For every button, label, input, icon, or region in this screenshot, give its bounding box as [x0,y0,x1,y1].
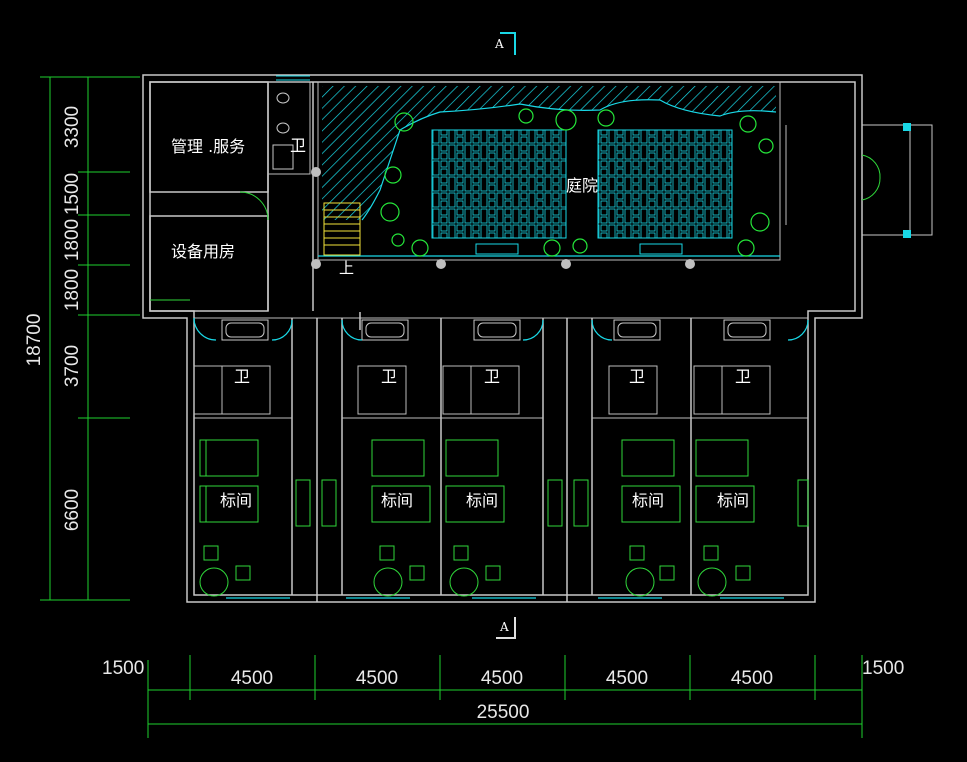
dim-h-1: 1500 [102,658,144,679]
room-labels: 管理 .服务 设备用房 卫 庭院 上 卫 卫 卫 卫 卫 标间 标间 标间 标间… [171,136,751,510]
dim-v-3: 1800 [62,219,83,261]
label-standard-room-4: 标间 [632,491,664,510]
courtyard [311,81,933,269]
dim-v-2: 1500 [62,173,83,215]
label-standard-room-5: 标间 [717,491,749,510]
dim-v-4: 1800 [62,269,83,311]
label-suite-toilet-5: 卫 [735,367,751,386]
dim-v-5: 3700 [62,345,83,387]
dim-h-2: 4500 [231,668,273,689]
dim-h-6: 4500 [731,668,773,689]
label-standard-room-3: 标间 [466,491,498,510]
dim-h-5: 4500 [606,668,648,689]
section-mark-top: A [494,37,504,51]
service-rooms [149,81,314,312]
label-suite-toilet-1: 卫 [234,367,250,386]
dim-h-4: 4500 [481,668,523,689]
dim-h-7: 1500 [862,658,904,679]
label-suite-toilet-4: 卫 [629,367,645,386]
vertical-dimensions: 3300 1500 1800 1800 3700 6600 18700 [24,76,140,601]
label-standard-room-2: 标间 [381,491,413,510]
dim-h-3: 4500 [356,668,398,689]
section-mark-bottom: A [499,620,509,634]
horizontal-dimensions: 1500 4500 4500 4500 4500 4500 1500 25500 [102,655,904,738]
label-stair-up: 上 [339,259,354,277]
label-suite-toilet-3: 卫 [484,367,500,386]
label-courtyard: 庭院 [566,176,598,195]
label-management: 管理 .服务 [171,137,245,156]
section-marks: A A [494,32,516,639]
dim-v-1: 3300 [62,106,83,148]
dim-v-total: 18700 [24,314,45,367]
guest-suites [193,312,809,602]
label-suite-toilet-2: 卫 [381,367,397,386]
top-toilet-fixtures [272,75,310,170]
dim-v-6: 6600 [62,489,83,531]
dim-h-total: 25500 [477,702,530,723]
label-equipment: 设备用房 [171,242,235,261]
label-toilet-top: 卫 [290,136,306,155]
label-standard-room-1: 标间 [220,491,252,510]
